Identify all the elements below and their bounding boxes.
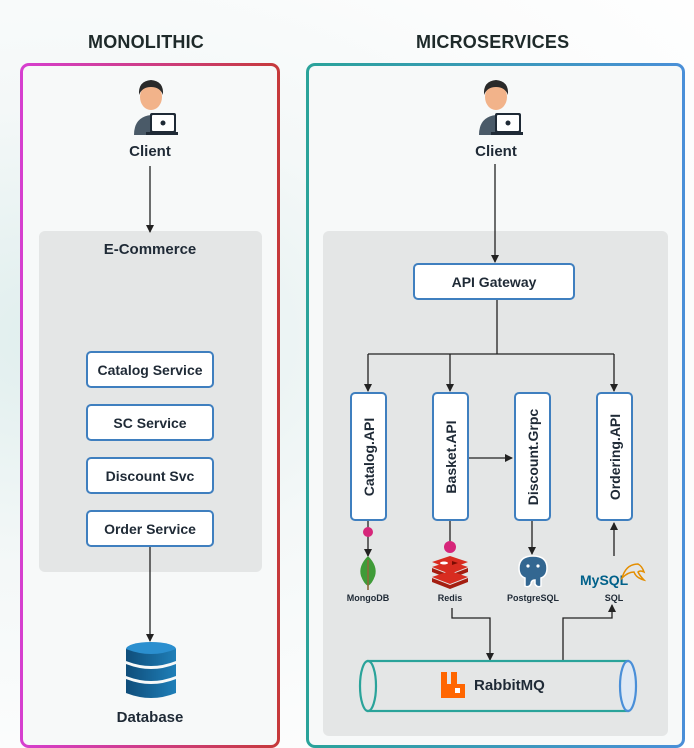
arrow-rabbitmq-to-sql	[562, 604, 616, 662]
postgresql-label: PostgreSQL	[506, 593, 559, 603]
catalog-api-box[interactable]: Catalog.API	[350, 392, 387, 521]
catalog-connector-dot	[363, 527, 373, 537]
client-icon	[134, 80, 178, 135]
dolphin-icon	[620, 563, 646, 582]
sql-label: SQL	[604, 593, 624, 603]
rabbitmq-pipe	[358, 659, 638, 713]
heading-microservices: MICROSERVICES	[416, 32, 570, 52]
mongodb-icon	[360, 556, 376, 590]
monolith-client-label: Client	[129, 143, 171, 160]
sc-service-box[interactable]: SC Service	[86, 404, 214, 441]
rabbitmq-icon	[441, 672, 465, 698]
ecommerce-label: E-Commerce	[103, 241, 197, 258]
api-gateway-box[interactable]: API Gateway	[413, 263, 575, 300]
mysql-logo: MySQL	[580, 572, 629, 588]
redis-icon	[432, 556, 468, 589]
order-service-box[interactable]: Order Service	[86, 510, 214, 547]
ordering-api-box[interactable]: Ordering.API	[596, 392, 633, 521]
discount-svc-box[interactable]: Discount Svc	[86, 457, 214, 494]
micro-client-label: Client	[475, 143, 517, 160]
client-icon	[479, 80, 523, 135]
basket-api-box[interactable]: Basket.API	[432, 392, 469, 521]
discount-grpc-box[interactable]: Discount.Grpc	[514, 392, 551, 521]
rabbitmq-label: RabbitMQ	[474, 677, 545, 694]
mongodb-label: MongoDB	[346, 593, 390, 603]
database-label: Database	[116, 709, 184, 726]
basket-connector-dot	[444, 541, 456, 553]
redis-label: Redis	[437, 593, 463, 603]
catalog-service-box[interactable]: Catalog Service	[86, 351, 214, 388]
postgresql-icon	[518, 555, 548, 588]
database-icon	[126, 642, 176, 698]
arrow-redis-to-rabbitmq	[451, 608, 494, 661]
heading-monolithic: MONOLITHIC	[88, 32, 204, 52]
